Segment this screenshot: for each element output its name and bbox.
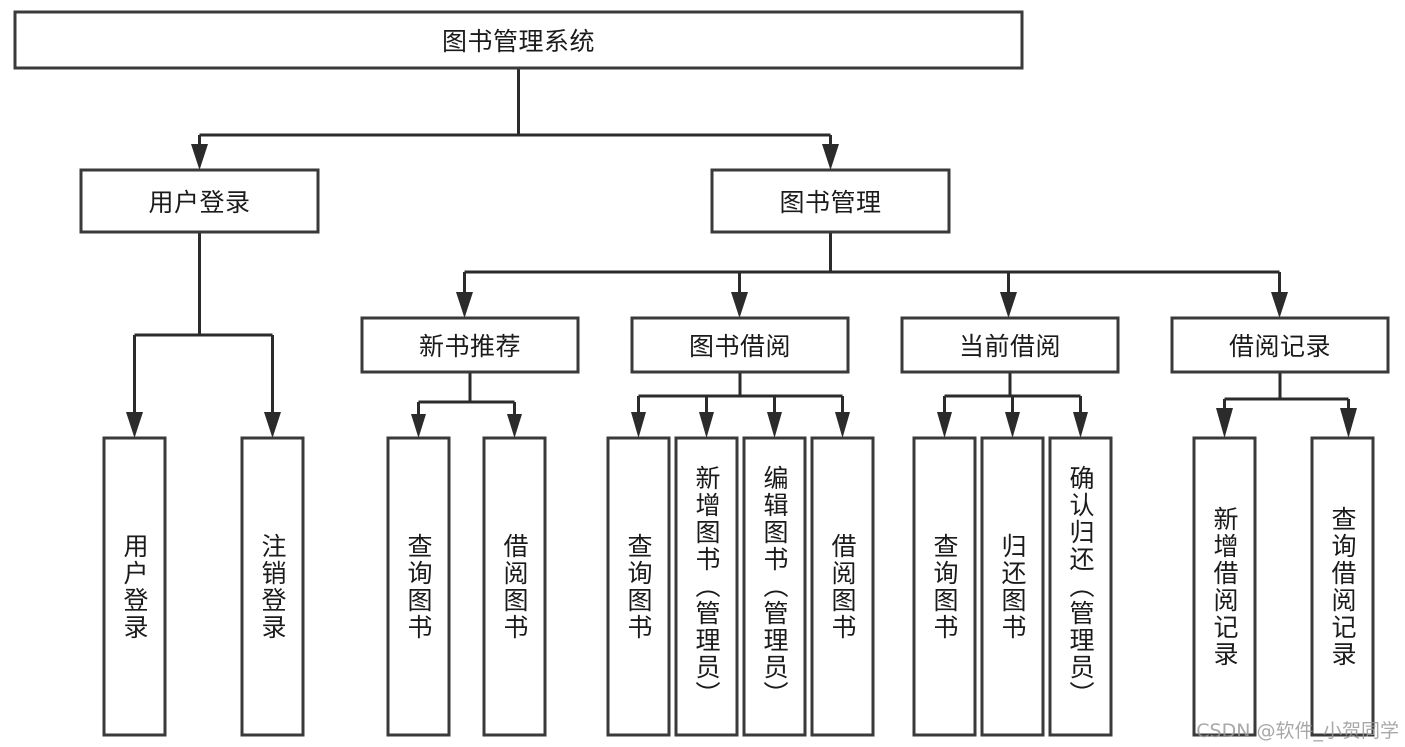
node-box-leaf-query-borrow-record[interactable]	[1310, 436, 1375, 737]
connector-group-book-borrow-to-leaves	[631, 372, 850, 438]
arrowhead-leaf-query-book-2	[631, 412, 646, 438]
connector-group-borrow-record-to-leaves	[1216, 372, 1357, 438]
arrowhead-leaf-add-borrow-record	[1216, 408, 1233, 438]
arrowhead-leaf-return-book	[1005, 412, 1020, 438]
node-box-leaf-add-borrow-record[interactable]	[1192, 436, 1257, 737]
node-box-new-book-recommend[interactable]	[360, 316, 580, 374]
node-box-leaf-query-book-2[interactable]	[606, 436, 671, 737]
node-box-leaf-query-book-3[interactable]	[912, 436, 977, 737]
node-box-root[interactable]	[13, 10, 1024, 70]
arrowhead-leaf-confirm-return	[1073, 412, 1088, 438]
arrowhead-user-login	[191, 144, 208, 170]
arrowhead-leaf-query-borrow-record	[1340, 408, 1357, 438]
node-box-user-login[interactable]	[79, 168, 320, 234]
connector-group-current-borrow-to-leaves	[937, 372, 1088, 438]
node-box-leaf-return-book[interactable]	[980, 436, 1045, 737]
arrowhead-new-book-recommend	[456, 292, 473, 318]
arrowhead-leaf-edit-book	[767, 412, 782, 438]
node-box-group	[13, 10, 1390, 737]
arrowhead-leaf-add-book	[699, 412, 714, 438]
node-box-book-manage[interactable]	[710, 168, 951, 234]
node-box-leaf-query-book-1[interactable]	[386, 436, 451, 737]
node-box-leaf-user-login[interactable]	[102, 436, 167, 737]
arrowhead-book-manage	[822, 144, 839, 170]
node-box-leaf-borrow-book-1[interactable]	[482, 436, 547, 737]
node-box-leaf-user-logout[interactable]	[240, 436, 305, 737]
node-box-leaf-add-book[interactable]	[674, 436, 739, 737]
arrowhead-leaf-borrow-book-2	[835, 412, 850, 438]
arrowhead-leaf-borrow-book-1	[507, 414, 522, 438]
node-box-current-borrow[interactable]	[900, 316, 1120, 374]
node-box-leaf-confirm-return[interactable]	[1048, 436, 1113, 737]
connector-group-root-to-level2	[191, 68, 839, 170]
node-box-book-borrow[interactable]	[630, 316, 850, 374]
arrowhead-leaf-query-book-1	[411, 414, 426, 438]
connector-group-user-login-to-leaves	[126, 232, 281, 438]
arrowhead-borrow-record	[1271, 292, 1288, 318]
node-box-leaf-edit-book[interactable]	[742, 436, 807, 737]
arrowhead-leaf-user-login	[126, 412, 143, 438]
arrowhead-leaf-user-logout	[264, 412, 281, 438]
node-box-borrow-record[interactable]	[1170, 316, 1390, 374]
arrowhead-current-borrow	[1000, 292, 1017, 318]
arrowhead-leaf-query-book-3	[937, 412, 952, 438]
node-box-leaf-borrow-book-2[interactable]	[810, 436, 875, 737]
connector-group-new-book-recommend-to-leaves	[411, 372, 522, 438]
connector-group-book-manage-to-level3	[456, 232, 1288, 318]
arrowhead-book-borrow	[731, 292, 748, 318]
